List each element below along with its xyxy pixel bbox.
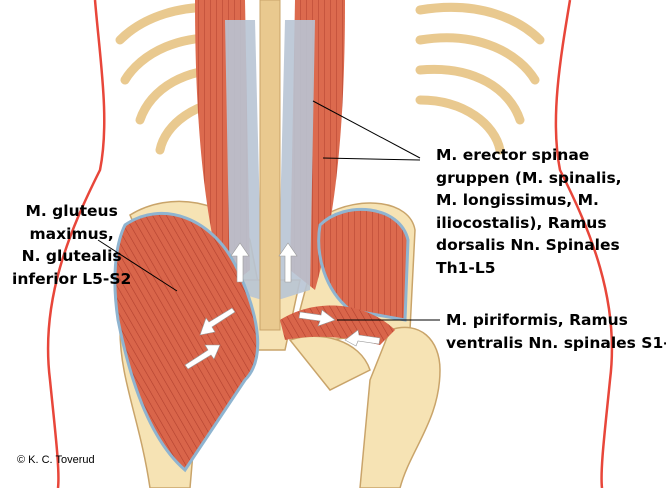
label-line: M. erector spinae [436, 146, 590, 164]
label-line: N. glutealis [21, 247, 122, 265]
arrow-icons [184, 242, 381, 370]
label-line: dorsalis Nn. Spinales [436, 236, 620, 254]
erector-spinae-label: M. erector spinae gruppen (M. spinalis, … [436, 144, 622, 279]
gluteus-maximus-muscle [113, 211, 260, 473]
gluteus-maximus-right [317, 207, 410, 322]
copyright-text: © K. C. Toverud [17, 454, 95, 466]
label-line: inferior L5-S2 [12, 269, 132, 288]
gluteus-maximus-label: M. gluteus maximus, N. glutealis inferio… [12, 200, 131, 290]
leader-lines [97, 100, 440, 321]
label-line: M. gluteus [25, 202, 118, 220]
erector-spinae-muscle [195, 0, 345, 331]
label-line: gruppen (M. spinalis, [436, 168, 622, 187]
body-outline [46, 0, 614, 488]
label-line: M. longissimus, M. [436, 191, 599, 209]
label-line: ventralis Nn. spinales S1-2 [446, 333, 666, 352]
label-line: iliocostalis), Ramus [436, 213, 607, 232]
label-line: maximus, [29, 224, 114, 243]
label-line: M. piriformis, Ramus [446, 311, 628, 329]
piriformis-label: M. piriformis, Ramus ventralis Nn. spina… [446, 309, 666, 354]
label-line: Th1-L5 [436, 258, 496, 277]
